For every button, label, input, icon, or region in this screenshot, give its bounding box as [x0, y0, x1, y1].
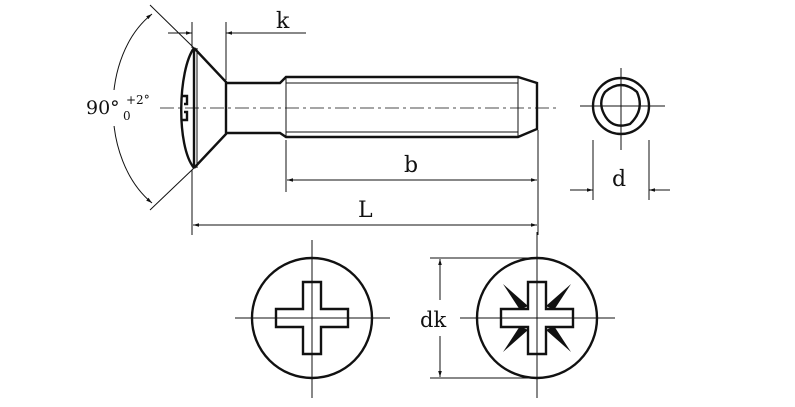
dimension-b: b [285, 130, 539, 235]
label-d: d [612, 167, 626, 192]
trilobular-section [600, 83, 641, 127]
end-view: d [570, 68, 670, 200]
cross-recess [274, 280, 350, 356]
pozi-recess [499, 280, 575, 356]
pozi-marks [503, 284, 571, 352]
label-dk: dk [420, 308, 446, 332]
label-angle-upper-tol: +2° [126, 93, 150, 107]
label-b: b [404, 153, 418, 178]
label-angle: 90° [86, 97, 120, 119]
countersunk-cone [193, 47, 228, 169]
label-angle-lower-tol: 0 [123, 109, 131, 123]
oval-head-top [180, 47, 195, 169]
dimension-k: k [168, 9, 306, 80]
head-view-pozi-recess: dk [418, 232, 615, 398]
shank [226, 75, 539, 139]
head-view-cross-recess [235, 240, 390, 398]
dimension-angle: 90° +2° 0 [84, 4, 195, 211]
head-slot [181, 94, 189, 122]
label-k: k [276, 9, 290, 34]
label-L: L [358, 198, 373, 223]
side-view [160, 47, 560, 169]
dimension-L: L [191, 170, 537, 235]
